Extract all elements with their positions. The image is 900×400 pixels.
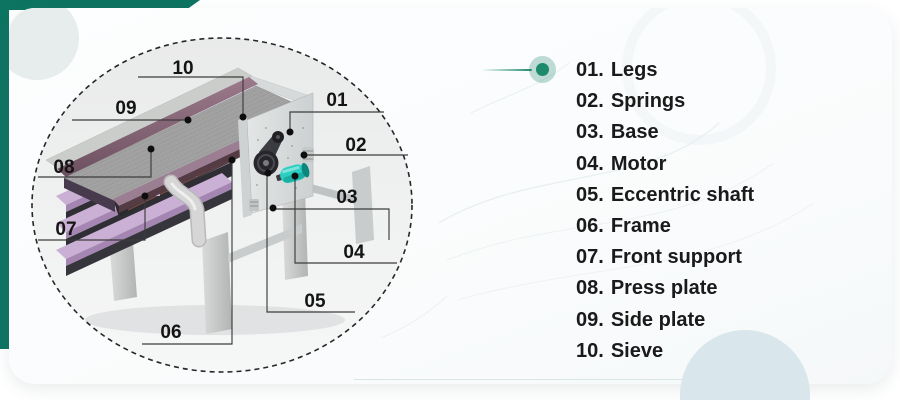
callout-label-06: 06 [160,322,181,343]
callout-dot-07 [141,192,149,200]
callout-label-10: 10 [172,58,193,79]
machine-frame-beam [228,224,302,263]
legend-item: 10. Sieve [576,336,754,367]
legend-item-label: Eccentric shaft [610,183,755,206]
callout-dots [141,113,308,212]
legend-item: 02. Springs [576,86,754,117]
connector-line [481,69,532,71]
legend-item-number: 05. [576,183,604,206]
machine-rear-leg [311,166,374,244]
callout-label-05: 05 [304,291,326,312]
legend-item-number: 04. [576,152,604,175]
callout-dot-04 [291,172,299,180]
callout-dot-06 [228,156,236,164]
callout-label-02: 02 [345,135,366,156]
bottom-hairline [354,379,685,380]
legend-item-label: Base [610,121,659,144]
callout-label-01: 01 [326,90,348,111]
machine-legs [110,189,308,334]
machine-diagram: 01 02 03 04 05 06 07 08 09 10 [31,37,413,373]
legend-item: 05. Eccentric shaft [576,180,754,211]
machine-chute [163,174,207,248]
callout-label-03: 03 [336,187,357,208]
legend-item: 07. Front support [576,242,754,273]
legend-item-label: Sieve [610,339,664,362]
legend-item-number: 08. [576,277,604,300]
legend-item-number: 09. [576,308,604,331]
callout-dot-03 [269,204,277,212]
machine-side-panel [238,92,314,218]
legend-item-number: 02. [576,90,604,113]
legend-item: 03. Base [576,117,754,148]
green-frame-top [0,0,200,10]
callout-label-04: 04 [343,242,365,263]
callout-dot-05 [264,169,272,177]
legend-item: 09. Side plate [576,305,754,336]
legend-item-label: Springs [610,90,686,113]
callout-dot-09 [184,116,192,124]
legend-item-label: Front support [610,246,742,269]
legend-item: 06. Frame [576,211,754,242]
callout-label-08: 08 [53,157,74,178]
callout-dot-10 [239,113,247,121]
deck-upper-rail [57,77,258,177]
connector-dot [536,63,549,76]
callout-leader-lines [38,76,408,345]
legend-item-number: 07. [576,246,604,269]
legend-item-label: Legs [610,59,658,81]
machine-illustration [45,67,374,335]
legend-item-label: Press plate [610,277,718,300]
deck-side-plate [45,67,253,171]
legend-item-label: Side plate [610,308,706,331]
legend-item-label: Motor [610,152,667,175]
callout-label-07: 07 [55,219,76,240]
callout-label-09: 09 [115,98,136,119]
deck-end-cap [64,178,115,212]
callout-dot-08 [147,145,155,153]
callout-dot-01 [286,128,294,136]
legend-item-number: 03. [576,121,604,144]
legend-item-number: 06. [576,214,604,237]
callout-dot-02 [300,151,308,159]
legend-item: 01. Legs [576,55,754,86]
legend-item: 04. Motor [576,149,754,180]
parts-legend: 01. Legs 02. Springs 03. Base 04. Motor 05. E… [576,55,754,367]
legend-item: 08. Press plate [576,273,754,304]
machine-eccentric-drive [253,131,284,176]
green-frame-left [0,0,9,349]
legend-item-label: Frame [610,214,671,237]
legend-item-number: 01. [576,59,604,81]
legend-item-number: 10. [576,339,604,362]
callout-labels: 01 02 03 04 05 06 07 08 09 10 [53,58,366,343]
